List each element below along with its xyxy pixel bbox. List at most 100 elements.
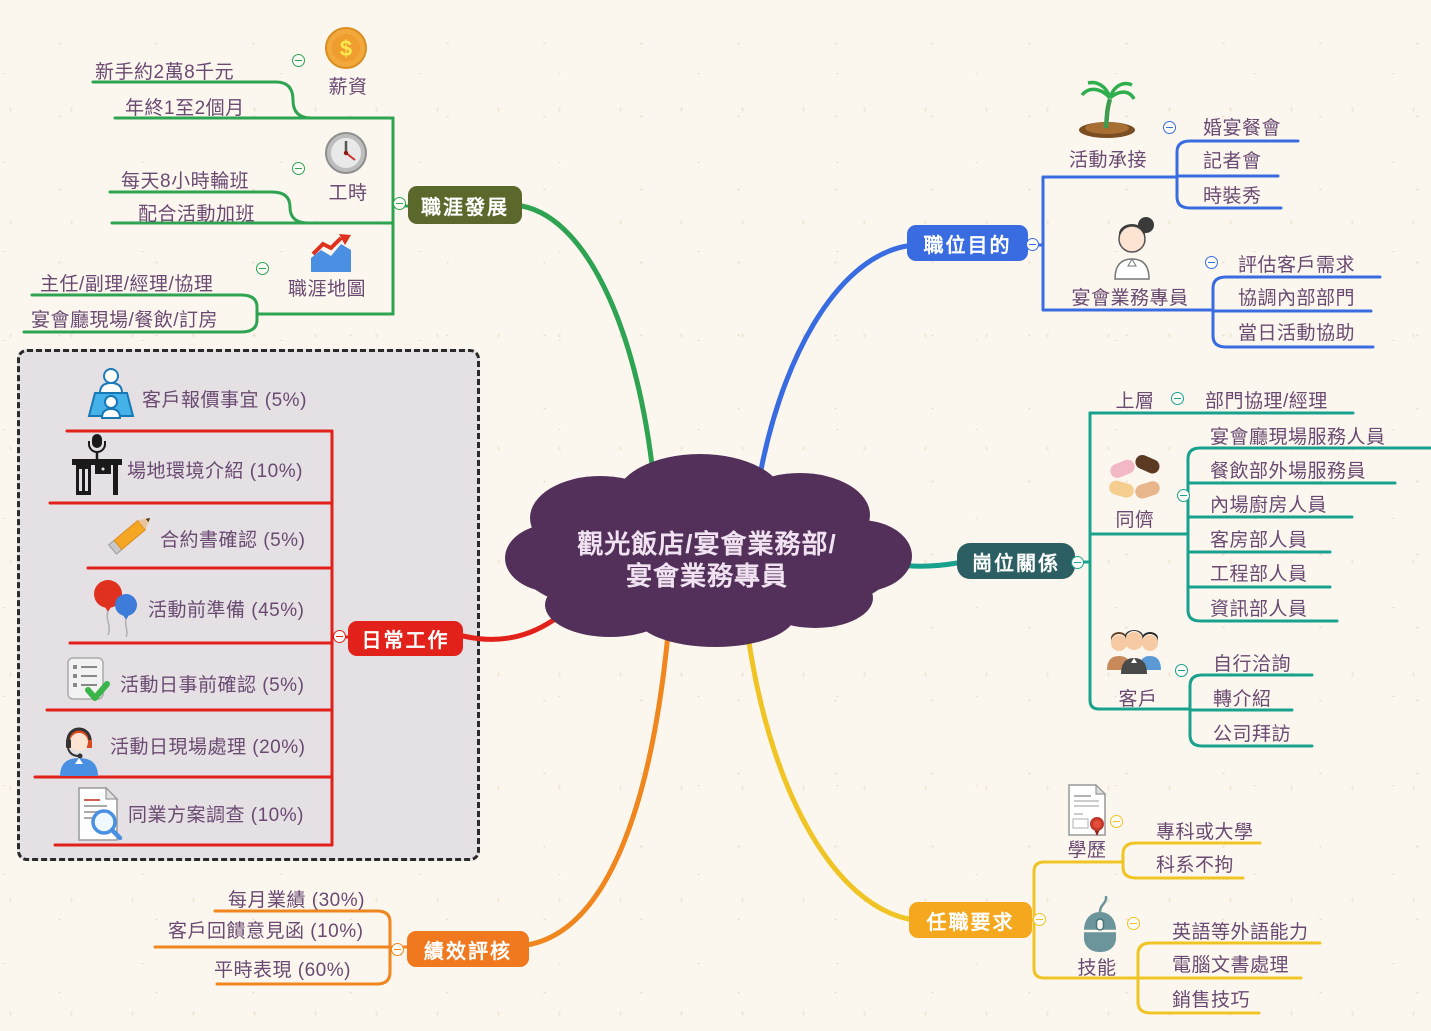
branch-performance-review[interactable]: 績效評核 xyxy=(407,931,529,967)
support-agent-icon xyxy=(55,718,103,781)
branch-position-relations[interactable]: 崗位關係 xyxy=(957,543,1075,579)
leaf-item[interactable]: 銷售技巧 xyxy=(1172,990,1251,1011)
leaf-item[interactable]: 英語等外語能力 xyxy=(1172,922,1309,943)
subnode-skills[interactable]: 技能 xyxy=(1077,958,1117,979)
document-search-icon xyxy=(75,786,125,847)
branch-career-development[interactable]: 職涯發展 xyxy=(408,186,522,224)
leaf-item[interactable]: 電腦文書處理 xyxy=(1172,955,1290,976)
subnode-hours[interactable]: 工時 xyxy=(328,183,368,204)
branch-career-label: 職涯發展 xyxy=(421,196,509,219)
subnode-career-map[interactable]: 職涯地圖 xyxy=(287,279,366,300)
balloons-icon xyxy=(92,578,140,643)
subnode-education[interactable]: 學歷 xyxy=(1067,840,1107,861)
leaf-item[interactable]: 宴會廳現場服務人員 xyxy=(1210,427,1386,448)
checklist-icon xyxy=(62,654,112,709)
collapse-icon[interactable] xyxy=(1071,556,1084,569)
collapse-icon[interactable] xyxy=(1175,664,1188,677)
branch-review-label: 績效評核 xyxy=(424,940,512,963)
leaf-item[interactable]: 內場廚房人員 xyxy=(1210,495,1328,516)
branch-requirements-label: 任職要求 xyxy=(926,911,1015,934)
purpose-branch-lines xyxy=(754,139,1382,495)
leaf-item[interactable]: 時裝秀 xyxy=(1203,186,1262,207)
subnode-banquet-specialist[interactable]: 宴會業務專員 xyxy=(1071,288,1189,309)
leaf-item[interactable]: 餐飲部外場服務員 xyxy=(1210,461,1367,482)
collapse-icon[interactable] xyxy=(1033,913,1046,926)
leaf-item[interactable]: 婚宴餐會 xyxy=(1203,118,1282,139)
coin-icon: $ xyxy=(324,26,368,75)
leaf-item[interactable]: 同業方案調查 (10%) xyxy=(128,805,304,826)
leaf-item[interactable]: 轉介紹 xyxy=(1213,689,1272,710)
collapse-icon[interactable] xyxy=(1163,121,1176,134)
leaf-item[interactable]: 配合活動加班 xyxy=(138,204,256,225)
meeting-icon xyxy=(86,366,136,427)
collapse-icon[interactable] xyxy=(1110,815,1123,828)
leaf-item[interactable]: 合約書確認 (5%) xyxy=(160,530,306,551)
subnode-peers[interactable]: 同儕 xyxy=(1115,510,1155,531)
leaf-item[interactable]: 記者會 xyxy=(1203,151,1262,172)
leaf-item[interactable]: 資訊部人員 xyxy=(1210,599,1308,620)
leaf-item[interactable]: 客戶回饋意見函 (10%) xyxy=(168,921,364,942)
hands-together-icon xyxy=(1106,452,1164,513)
collapse-icon[interactable] xyxy=(292,162,305,175)
relations-branch-lines xyxy=(886,411,1431,748)
branch-purpose-label: 職位目的 xyxy=(923,234,1012,257)
subnode-superiors[interactable]: 上層 xyxy=(1115,391,1155,412)
woman-icon xyxy=(1106,215,1160,286)
branch-daily-work[interactable]: 日常工作 xyxy=(348,621,463,656)
subnode-event-types[interactable]: 活動承接 xyxy=(1068,150,1147,171)
branch-job-requirements[interactable]: 任職要求 xyxy=(909,902,1032,938)
leaf-item[interactable]: 評估客戶需求 xyxy=(1238,255,1356,276)
collapse-icon[interactable] xyxy=(1171,392,1184,405)
leaf-item[interactable]: 新手約2萬8千元 xyxy=(95,62,235,83)
reception-desk-icon xyxy=(70,432,124,503)
leaf-item[interactable]: 客房部人員 xyxy=(1210,530,1308,551)
career-branch-lines xyxy=(22,80,658,497)
collapse-icon[interactable] xyxy=(1026,238,1039,251)
palm-island-icon xyxy=(1076,78,1138,145)
collapse-icon[interactable] xyxy=(391,943,404,956)
collapse-icon[interactable] xyxy=(393,197,406,210)
computer-mouse-icon xyxy=(1076,894,1124,959)
clock-icon xyxy=(324,131,368,180)
subnode-customers[interactable]: 客戶 xyxy=(1118,689,1158,710)
leaf-item[interactable]: 部門協理/經理 xyxy=(1205,391,1328,412)
leaf-item[interactable]: 工程部人員 xyxy=(1210,564,1308,585)
leaf-item[interactable]: 自行洽詢 xyxy=(1213,654,1292,675)
leaf-item[interactable]: 每天8小時輪班 xyxy=(121,171,250,192)
subnode-salary[interactable]: 薪資 xyxy=(328,77,368,98)
leaf-item[interactable]: 活動前準備 (45%) xyxy=(148,600,305,621)
growth-chart-icon xyxy=(309,234,353,279)
leaf-item[interactable]: 宴會廳現場/餐飲/訂房 xyxy=(31,310,219,331)
branch-relations-label: 崗位關係 xyxy=(972,552,1060,575)
collapse-icon[interactable] xyxy=(292,54,305,67)
collapse-icon[interactable] xyxy=(1205,256,1218,269)
people-group-icon xyxy=(1105,628,1163,683)
leaf-item[interactable]: 每月業績 (30%) xyxy=(228,890,365,911)
leaf-item[interactable]: 科系不拘 xyxy=(1156,855,1235,876)
leaf-item[interactable]: 主任/副理/經理/協理 xyxy=(40,274,214,295)
review-branch-lines xyxy=(153,631,671,986)
svg-text:$: $ xyxy=(340,36,352,61)
leaf-item[interactable]: 活動日事前確認 (5%) xyxy=(120,675,305,696)
leaf-item[interactable]: 年終1至2個月 xyxy=(125,98,245,119)
pencil-icon xyxy=(103,506,159,567)
branch-position-purpose[interactable]: 職位目的 xyxy=(907,225,1028,261)
leaf-item[interactable]: 活動日現場處理 (20%) xyxy=(110,737,306,758)
leaf-item[interactable]: 客戶報價事宜 (5%) xyxy=(142,390,307,411)
central-cloud[interactable] xyxy=(505,454,912,647)
leaf-item[interactable]: 平時表現 (60%) xyxy=(214,960,351,981)
collapse-icon[interactable] xyxy=(256,262,269,275)
collapse-icon[interactable] xyxy=(333,630,346,643)
central-topic[interactable]: 觀光飯店/宴會業務部/ 宴會業務專員 xyxy=(520,528,894,592)
leaf-item[interactable]: 專科或大學 xyxy=(1156,822,1254,843)
leaf-item[interactable]: 場地環境介紹 (10%) xyxy=(127,461,303,482)
branch-daily-label: 日常工作 xyxy=(361,630,450,652)
central-topic-line1: 觀光飯店/宴會業務部/ xyxy=(577,529,837,559)
leaf-item[interactable]: 協調內部部門 xyxy=(1238,288,1356,309)
collapse-icon[interactable] xyxy=(1177,489,1190,502)
leaf-item[interactable]: 公司拜訪 xyxy=(1213,724,1292,745)
collapse-icon[interactable] xyxy=(1127,917,1140,930)
leaf-item[interactable]: 當日活動協助 xyxy=(1238,323,1356,344)
